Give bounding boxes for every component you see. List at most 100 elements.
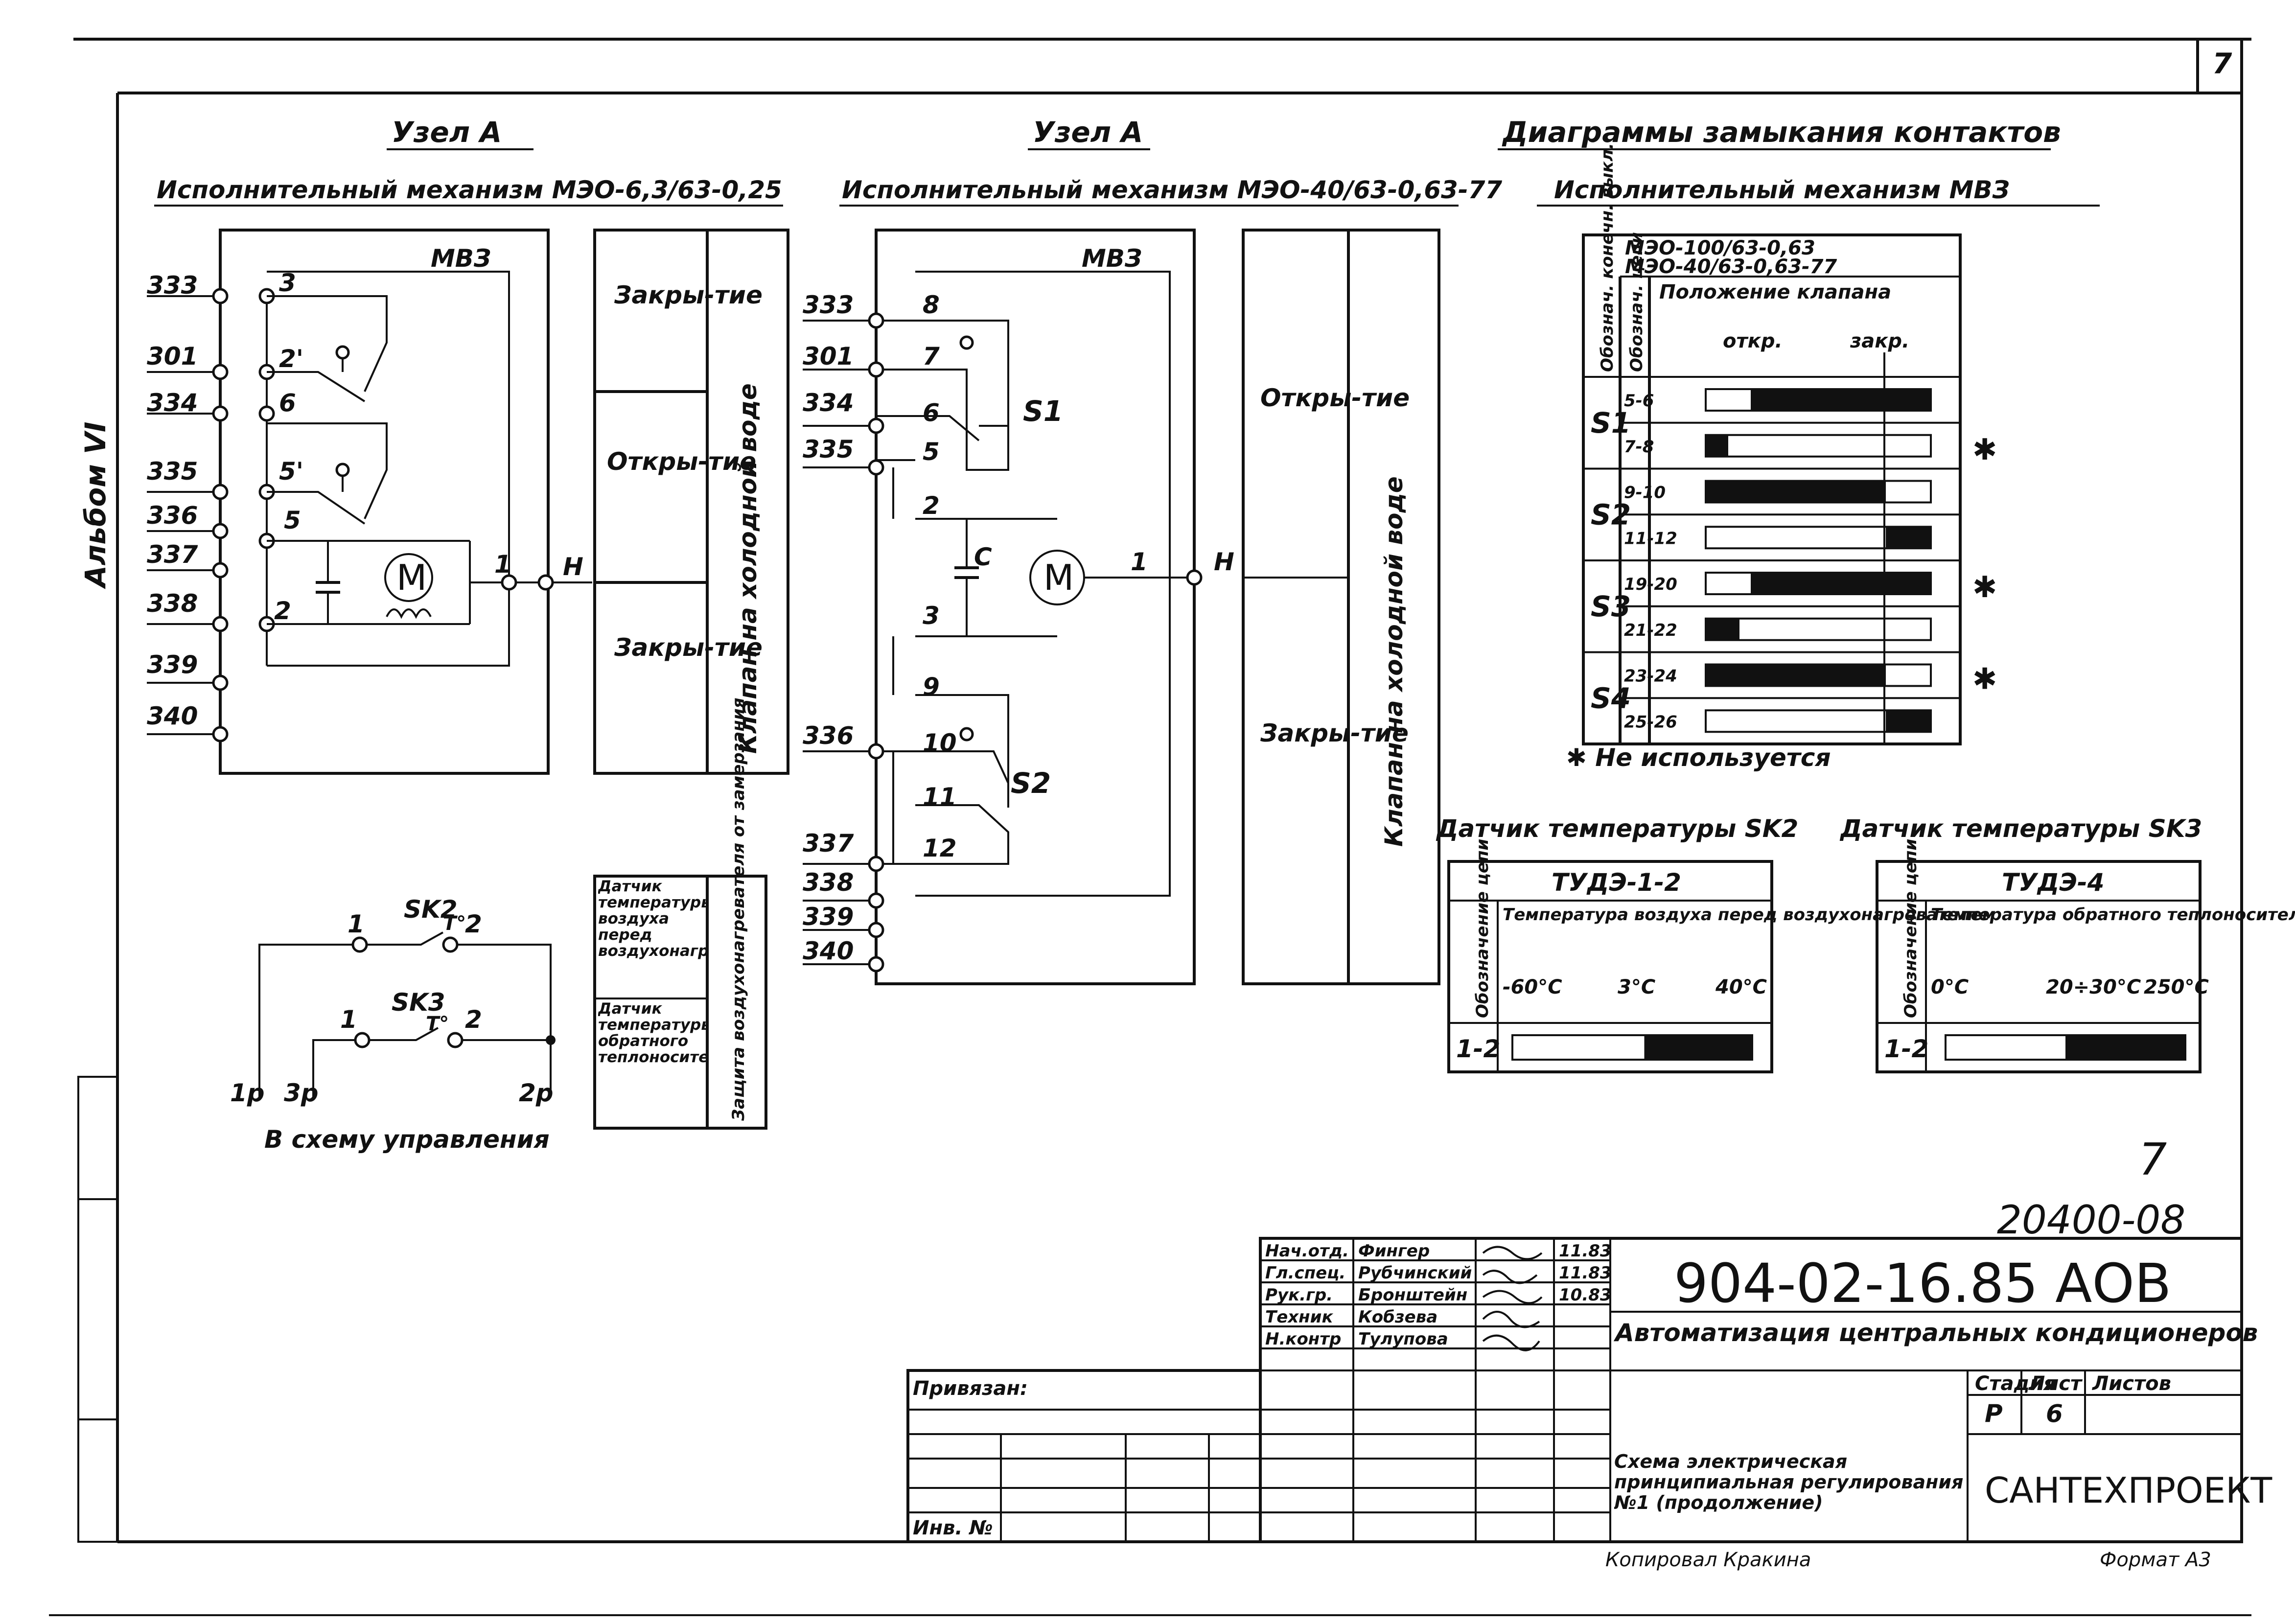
sk2-circuit: 1-2 — [1456, 1035, 1500, 1063]
staff-name: Кобзева — [1358, 1307, 1437, 1327]
circuit-label: 2 — [465, 1005, 482, 1034]
middle-terminal: 339 — [803, 903, 854, 931]
staff-name: Бронштейн — [1358, 1285, 1467, 1305]
contact-fill-bar — [1706, 435, 1728, 457]
left-state-close-2: Закры-тие — [614, 633, 763, 662]
left-terminal: 336 — [147, 501, 198, 530]
sk3-col-header: Обозначение цепи — [1901, 839, 1921, 1018]
sk3-circuit: 1-2 — [1884, 1035, 1928, 1063]
circuit-label: SK3 — [392, 988, 445, 1017]
sk3-fill-bar — [2065, 1035, 2185, 1060]
signature — [1482, 1290, 1543, 1304]
middle-contact: 8 — [923, 291, 940, 319]
circuit-table-cell: Защита воздухонагревателя от замерзания — [729, 697, 748, 1121]
middle-contact: 5 — [923, 438, 940, 466]
middle-contact: 10 — [923, 729, 957, 757]
circuit-caption: В схему управления — [264, 1125, 550, 1154]
handwritten-sheet: 7 — [2139, 1134, 2167, 1185]
contact-circuit-label: 7-8 — [1624, 437, 1654, 457]
contact-fill-bar — [1751, 389, 1931, 411]
left-valve-label: Клапан на холодной воде — [734, 383, 762, 754]
stage-header: Стадия — [1975, 1372, 2056, 1395]
sk3-scale: 20÷30°C — [2046, 976, 2141, 998]
stage-header: Листов — [2092, 1372, 2171, 1395]
contact-col-header: Положение клапана — [1659, 281, 1891, 303]
stage-header: Лист — [2028, 1372, 2083, 1395]
left-terminal: 337 — [147, 540, 198, 569]
project-title: Автоматизация центральных кондиционеров — [1613, 1319, 2258, 1347]
middle-terminal: 336 — [803, 721, 854, 750]
left-terminal: 334 — [147, 389, 198, 417]
left-contact: 1 — [494, 550, 511, 579]
unused-marker-icon: ✱ — [1972, 433, 1997, 467]
sensor-sk3: Датчик температуры SK3 ТУДЭ-4 Обозначени… — [1839, 814, 2295, 1073]
sk3-title: Датчик температуры SK3 — [1839, 814, 2202, 843]
stage-value: 6 — [2046, 1399, 2063, 1428]
sensor-circuit: SK2 SK3 1 2 1 2 1р 3р 2р T° T° В схему у… — [230, 697, 767, 1154]
middle-contact: 1 — [1131, 548, 1148, 576]
contact-fill-bar — [1706, 481, 1886, 503]
contact-circuit-label: 9-10 — [1624, 483, 1666, 503]
contact-fill-bar — [1751, 573, 1931, 594]
left-terminal: 339 — [147, 650, 198, 679]
staff-date: 11.83 — [1559, 1241, 1612, 1261]
circuit-table-cell: Датчик температуры воздуха перед воздухо… — [598, 879, 706, 960]
middle-terminal: 337 — [803, 829, 854, 858]
left-contact: 2 — [274, 597, 291, 625]
middle-contact: 2 — [923, 491, 940, 520]
left-contact: 5' — [279, 457, 303, 486]
contact-model: МЭО-40/63-0,63-77 — [1625, 255, 1837, 278]
left-contact: 3 — [279, 269, 296, 297]
staff-name: Рубчинский — [1358, 1263, 1472, 1283]
circuit-label: T° — [443, 912, 466, 935]
title-block: 7 20400-08 — [906, 1134, 2272, 1571]
contact-track — [1705, 434, 1932, 458]
unused-marker-icon: ✱ — [1972, 662, 1997, 696]
middle-mvz-label: МВЗ — [1082, 244, 1142, 273]
contact-col-header: Обознач. конечн. выкл. — [1598, 143, 1617, 372]
signature — [1482, 1334, 1540, 1351]
signature — [1482, 1246, 1543, 1260]
stage-value: Р — [1985, 1399, 2003, 1428]
circuit-label: 2р — [519, 1079, 554, 1107]
middle-terminal: 335 — [803, 435, 854, 464]
contact-circuit-label: 21-22 — [1624, 621, 1677, 640]
sk2-scale: 40°C — [1715, 976, 1767, 998]
middle-contact: 3 — [923, 602, 940, 630]
contact-fill-bar — [1706, 618, 1739, 640]
sk3-model: ТУДЭ-4 — [2002, 868, 2104, 897]
middle-capacitor-label: C — [974, 543, 992, 571]
middle-contact: 6 — [923, 398, 940, 427]
left-diagram-title: Узел А — [392, 116, 502, 149]
signature — [1482, 1270, 1538, 1284]
sk2-title: Датчик температуры SK2 — [1436, 814, 1798, 843]
format-label: Формат А3 — [2100, 1549, 2211, 1571]
contact-fill-bar — [1886, 710, 1931, 732]
left-terminal: 335 — [147, 457, 198, 486]
contact-fill-bar — [1886, 527, 1931, 549]
sheet-number: 7 — [2212, 47, 2232, 80]
middle-state-close: Закры-тие — [1260, 719, 1409, 747]
left-terminal: 340 — [147, 702, 198, 730]
document-code: 904-02-16.85 АОВ — [1674, 1252, 2171, 1315]
unused-marker-icon: ✱ — [1972, 570, 1997, 604]
organization: САНТЕХПРОЕКТ — [1985, 1470, 2272, 1511]
circuit-label: 1 — [348, 910, 365, 938]
sk3-scale: 0°C — [1931, 976, 1969, 998]
copied-by: Копировал Кракина — [1605, 1549, 1811, 1571]
staff-date: 11.83 — [1559, 1263, 1612, 1283]
middle-terminal: 333 — [803, 291, 854, 319]
sk3-description: Температура обратного теплоносителя — [1931, 905, 2295, 925]
middle-motor-symbol: M — [1043, 557, 1074, 598]
staff-name: Тулупова — [1358, 1329, 1448, 1349]
middle-diagram: Узел А Исполнительный механизм МЭО-40/63… — [803, 116, 1502, 985]
sk2-scale: 3°C — [1618, 976, 1655, 998]
position-closed: закр. — [1850, 330, 1909, 352]
middle-terminal: 338 — [803, 868, 854, 897]
circuit-label: 2 — [465, 910, 482, 938]
middle-diagram-subtitle: Исполнительный механизм МЭО-40/63-0,63-7… — [842, 176, 1502, 204]
middle-output-label: Н — [1214, 548, 1234, 576]
middle-terminal: 340 — [803, 937, 854, 965]
